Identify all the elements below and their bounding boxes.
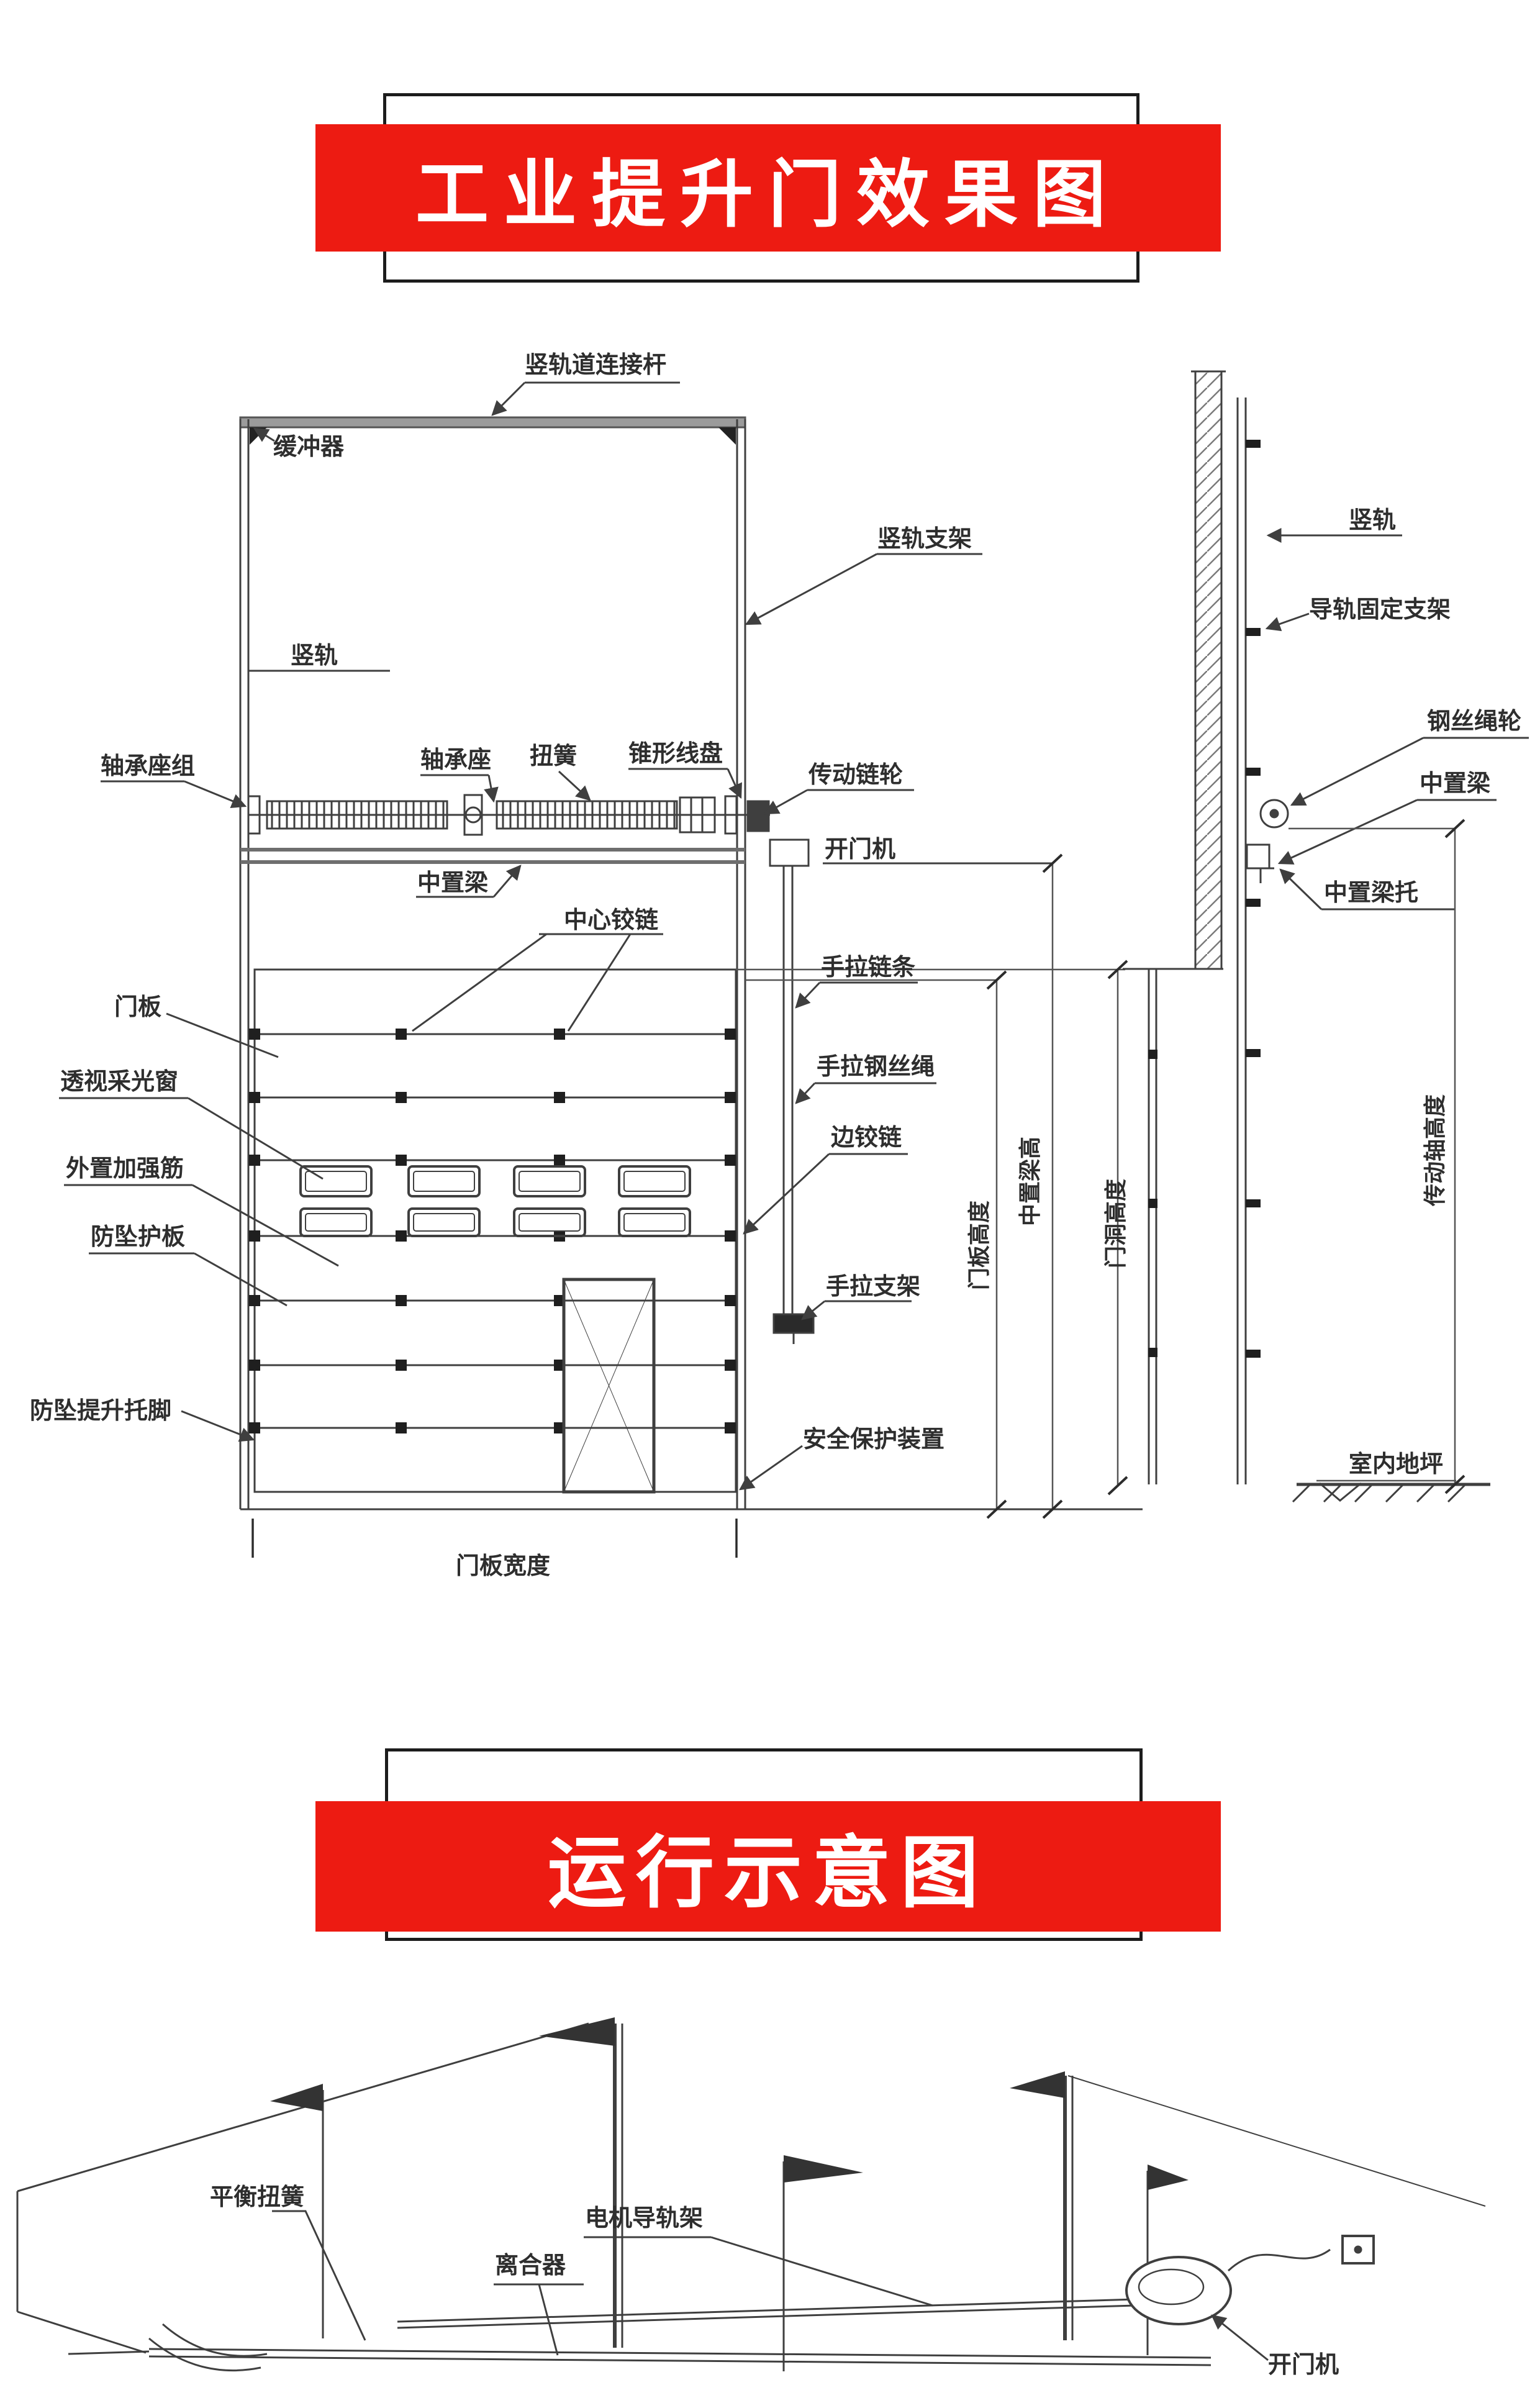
front-view-leaders	[59, 381, 1053, 1491]
operation-view-leaders	[272, 2210, 1269, 2361]
label-door-opener-front: 开门机	[825, 835, 896, 863]
side-view-brackets	[1148, 440, 1261, 1358]
operation-view-drawing	[16, 2017, 1486, 2372]
label-edge-hinge: 边铰链	[831, 1124, 902, 1151]
side-view-drawing	[1123, 370, 1490, 1503]
label-hand-wire-rope: 手拉钢丝绳	[817, 1053, 935, 1080]
side-view-leaders	[1265, 528, 1529, 1482]
label-center-beam-side: 中置梁	[1420, 770, 1491, 797]
front-view-drawing	[239, 416, 1143, 1510]
side-view-dimensions	[1289, 819, 1465, 1494]
label-center-beam-front: 中置梁	[417, 869, 489, 896]
label-door-panel: 门板	[114, 993, 162, 1020]
label-anti-fall-plate: 防坠护板	[91, 1223, 186, 1250]
label-torsion-spring: 扭簧	[530, 742, 578, 770]
label-bearing-block-set: 轴承座组	[101, 752, 196, 779]
label-wire-rope-pulley: 钢丝绳轮	[1427, 707, 1522, 735]
pass-door	[562, 1278, 656, 1494]
label-cone-drum: 锥形线盘	[628, 740, 723, 767]
label-window: 透视采光窗	[60, 1068, 179, 1095]
label-drive-shaft-height: 传动轴高度	[1423, 1094, 1448, 1207]
banner2-title: 运行示意图	[548, 1827, 989, 1919]
banner1-title: 工业提升门效果图	[415, 152, 1121, 237]
banner2-band: 运行示意图	[315, 1801, 1221, 1932]
label-drive-sprocket: 传动链轮	[808, 761, 904, 788]
label-hand-chain: 手拉链条	[821, 953, 916, 981]
label-door-opener-operation: 开门机	[1268, 2351, 1339, 2378]
label-center-beam-support: 中置梁托	[1324, 879, 1419, 906]
label-hand-bracket: 手拉支架	[826, 1273, 921, 1300]
label-motor-rail-frame: 电机导轨架	[585, 2204, 704, 2232]
label-clutch: 离合器	[495, 2251, 566, 2279]
label-external-rib: 外置加强筋	[66, 1155, 184, 1182]
hinge-marks	[249, 1029, 736, 1433]
label-anti-fall-foot: 防坠提升托脚	[30, 1397, 172, 1424]
label-indoor-floor: 室内地坪	[1349, 1450, 1444, 1478]
label-rail-fixing-bracket: 导轨固定支架	[1309, 596, 1451, 623]
banner1-band: 工业提升门效果图	[315, 124, 1221, 252]
label-buffer: 缓冲器	[273, 433, 345, 460]
label-safety-device: 安全保护装置	[803, 1425, 945, 1453]
label-door-panel-height: 门板高度	[967, 1200, 992, 1291]
label-balance-spring: 平衡扭簧	[210, 2183, 305, 2210]
label-center-hinge: 中心铰链	[564, 906, 659, 934]
label-track-connector: 竖轨道连接杆	[525, 351, 667, 378]
label-center-beam-height: 中置梁高	[1018, 1136, 1043, 1227]
label-bearing-block: 轴承座	[420, 746, 492, 773]
lighting-windows	[299, 1165, 691, 1237]
label-door-width: 门板宽度	[456, 1552, 551, 1579]
label-vertical-track-side: 竖轨	[1349, 506, 1397, 534]
front-view-dimensions	[251, 853, 1128, 1558]
label-vertical-track-front: 竖轨	[291, 642, 338, 669]
label-opening-height: 门洞高度	[1103, 1178, 1129, 1269]
label-track-bracket: 竖轨支架	[877, 525, 972, 552]
